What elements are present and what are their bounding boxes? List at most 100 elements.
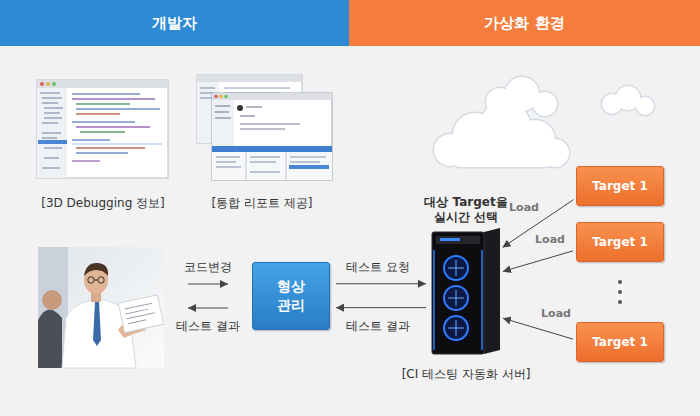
cloud-drawing-part-part <box>450 145 555 167</box>
band-header: 개발자 <box>0 0 349 46</box>
node-caption: [CI 테스팅 자동화 서버] <box>402 366 531 383</box>
report-screenshot-part-part <box>240 115 255 116</box>
ide-screenshot-part <box>38 140 67 144</box>
band-header: 가상화 환경 <box>349 0 700 46</box>
cloud-drawing-part-part <box>533 92 557 116</box>
process-box: 형상 관리 <box>252 262 330 330</box>
report-screenshot-part-part <box>216 166 241 167</box>
node-label: 개발자 <box>152 14 197 33</box>
developer-photo-part-part-part <box>128 320 147 324</box>
ide-screenshot-part-part <box>44 117 62 118</box>
ide-screenshot-part-part <box>72 98 155 99</box>
report-screenshot-part <box>212 93 332 100</box>
server-tower-part-part <box>456 320 457 336</box>
ide-screenshot-part-part <box>72 139 110 140</box>
server-tower-part <box>436 236 480 244</box>
report-screenshot-part-part <box>250 156 280 157</box>
report-screenshot-part <box>224 95 228 99</box>
report-screenshot-part <box>215 106 300 129</box>
developer-photo-part-part <box>98 277 104 283</box>
node-label: Target 1 <box>592 235 648 249</box>
edge-label: 테스트 요청 <box>344 260 412 274</box>
report-screenshot-part-part <box>216 156 240 157</box>
report-screenshot-part <box>212 93 332 180</box>
developer-photo-part-part-part <box>127 313 155 319</box>
developer-photo-part-part-part <box>125 303 152 309</box>
caption-label: 코드변경 <box>182 260 234 274</box>
report-screenshot-part <box>214 95 218 99</box>
report-screenshot-part-part <box>240 123 300 124</box>
edge-label: 테스트 결과 <box>344 319 412 333</box>
server-tower-part <box>440 238 460 241</box>
report-screenshot-part-part <box>215 105 230 106</box>
server-tower-part-part <box>444 256 468 280</box>
ide-screenshot-part-part <box>76 113 120 114</box>
developer-photo-part <box>84 263 108 276</box>
edge-label: Load <box>507 201 541 214</box>
report-screenshot-part-part <box>200 87 215 88</box>
server-tower-part-part <box>456 290 457 306</box>
ide-screenshot-part-part <box>72 93 140 94</box>
report-screenshot-part-part <box>215 117 231 118</box>
ide-screenshot-part <box>52 82 56 86</box>
report-screenshot-part <box>289 165 329 169</box>
report-screenshot-part <box>212 100 234 146</box>
developer-photo-part <box>38 309 62 368</box>
report-screenshot-part <box>246 152 286 180</box>
connector-arrow <box>336 283 426 284</box>
caption-label: [통합 리포트 제공] <box>210 196 315 210</box>
ide-screenshot-part <box>46 82 50 86</box>
developer-photo-part-part <box>125 303 156 324</box>
report-screenshot <box>197 75 332 180</box>
developer-photo-part <box>38 247 164 368</box>
cloud-drawing-part-part <box>636 97 654 115</box>
ide-screenshot-part <box>37 80 168 88</box>
node-label: Target 1 <box>592 179 648 193</box>
node-label: Target 1 <box>592 335 648 349</box>
report-screenshot-part <box>212 152 332 180</box>
target-box: Target 1 <box>576 166 664 206</box>
ide-screenshot-part-part <box>44 147 62 148</box>
target-box: Target 1 <box>576 222 664 262</box>
server-tower-part <box>448 260 464 336</box>
developer-photo-part <box>88 277 104 283</box>
ide-screenshot-part-part <box>42 167 60 168</box>
ide-screenshot-part-part <box>80 131 125 132</box>
report-screenshot-part-part <box>286 152 287 180</box>
ide-screenshot-part-part <box>76 152 128 153</box>
report-screenshot-part-part <box>240 128 285 129</box>
ide-screenshot-part-part <box>44 157 59 158</box>
server-tower-part <box>484 228 500 354</box>
ide-screenshot-part-part <box>42 122 58 123</box>
ide-screenshot-part-part <box>42 97 62 98</box>
target-box: Target 1 <box>576 322 664 362</box>
caption-label: [3D Debugging 정보] <box>39 196 167 210</box>
developer-photo-part <box>93 302 101 346</box>
server-tower-part <box>433 250 435 350</box>
server-tower-part <box>444 256 468 340</box>
ellipsis-dots <box>618 280 622 304</box>
node-label: 형상 관리 <box>271 277 311 315</box>
report-screenshot-part <box>237 105 243 111</box>
ide-screenshot-part-part <box>72 160 100 161</box>
ide-screenshot-part-part <box>76 126 150 127</box>
developer-photo-part <box>42 290 62 310</box>
report-screenshot-part <box>197 75 302 82</box>
server-tower-part-part <box>444 316 468 340</box>
ellipsis-dots-part <box>618 290 622 294</box>
developer-photo-part-part <box>88 277 94 283</box>
developer-photo <box>38 247 164 368</box>
ide-screenshot-part <box>40 82 44 86</box>
edge-label: Load <box>539 307 573 320</box>
report-screenshot-part-part <box>215 111 229 112</box>
report-screenshot-part-part <box>246 152 247 180</box>
server-tower-part-part <box>444 286 468 310</box>
ellipsis-dots-part <box>618 300 622 304</box>
developer-arrows-part <box>188 308 228 309</box>
connector-arrow <box>336 307 426 308</box>
ide-screenshot-part-part <box>40 92 60 93</box>
server-tower-part <box>481 250 483 350</box>
developer-photo-part <box>118 295 163 333</box>
connector-arrow <box>502 200 573 248</box>
